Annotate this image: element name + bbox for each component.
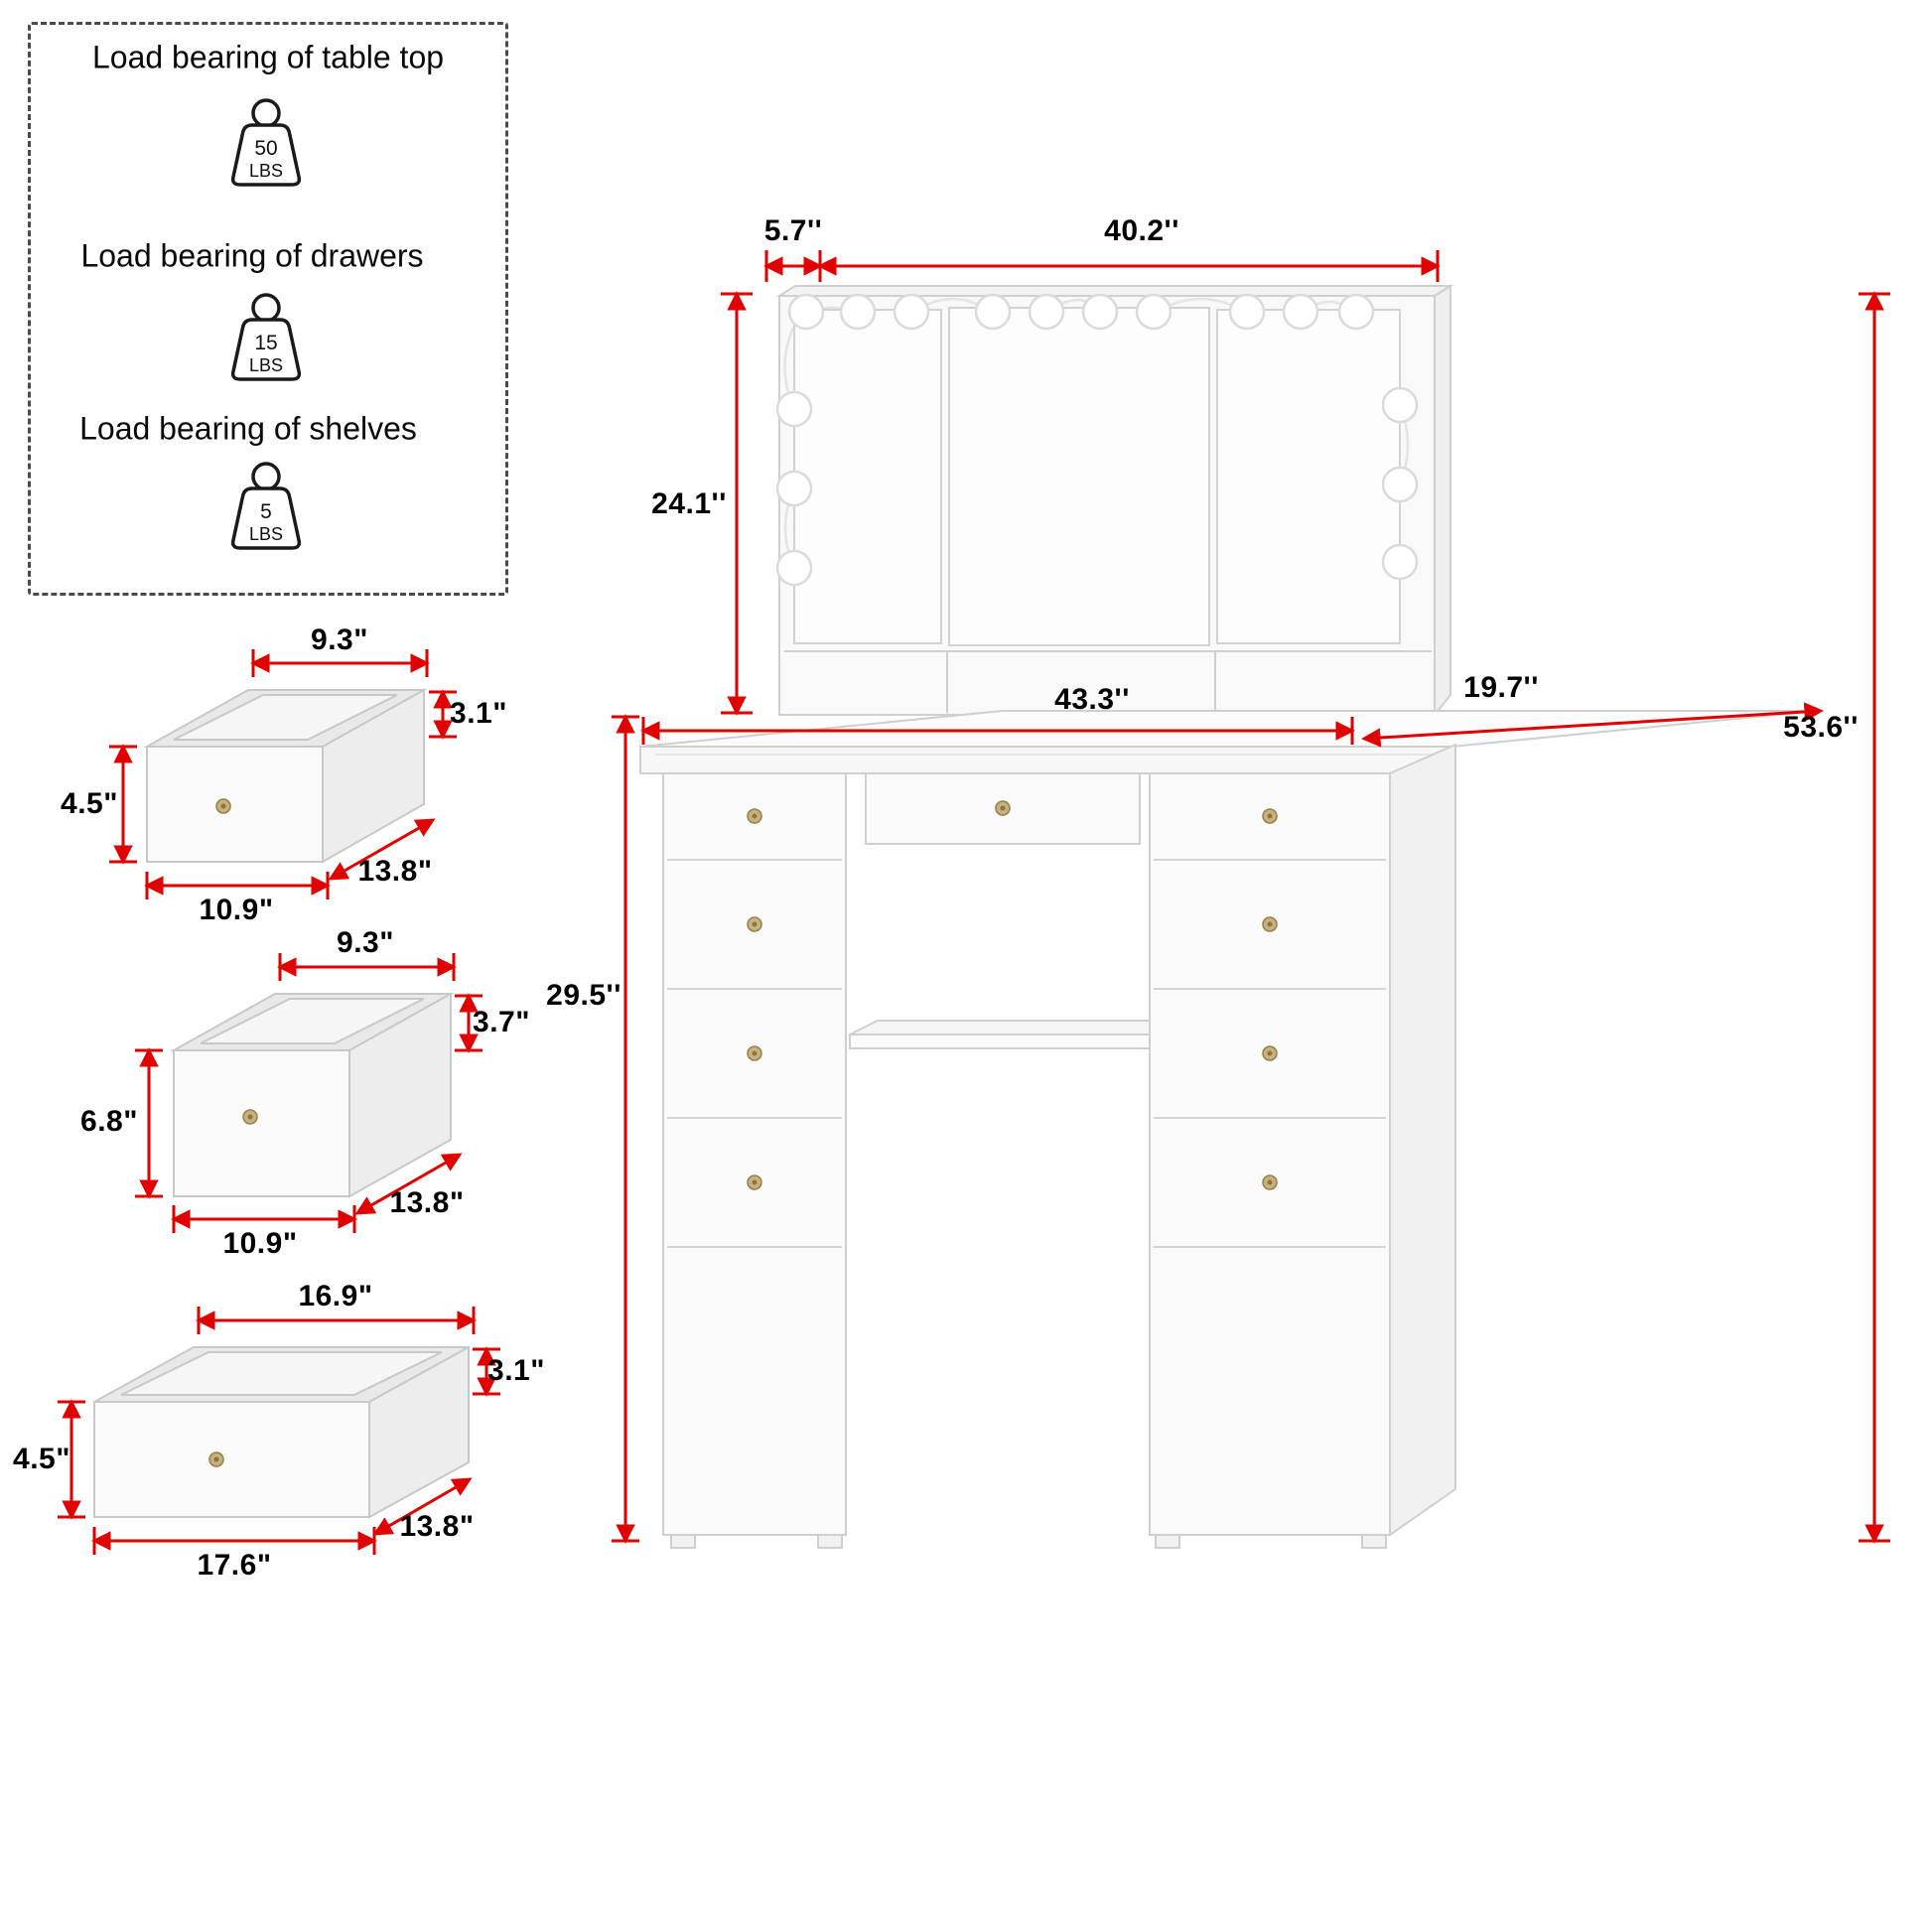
light-bulb-icon <box>775 470 813 507</box>
light-bulb-icon <box>1028 293 1065 331</box>
dim-drawer3-top-width: 16.9" <box>298 1280 373 1312</box>
dim-vanity-hutch-side: 5.7'' <box>763 214 823 247</box>
vanity-drawing <box>639 284 1818 1549</box>
load-bearing-drawers-label: Load bearing of drawers <box>80 237 424 274</box>
weight-value: 50 <box>254 137 277 160</box>
dim-drawer3-back-height: 3.1" <box>487 1354 545 1387</box>
weight-icon-drawers: 15 LBS <box>230 293 302 381</box>
load-bearing-shelves-label: Load bearing of shelves <box>79 410 417 447</box>
right-side-panel <box>1389 743 1456 1537</box>
dim-vanity-mirror-height: 24.1'' <box>651 487 727 520</box>
foot <box>1155 1534 1180 1549</box>
light-bulb-icon <box>1381 466 1419 503</box>
dim-drawer1-back-height: 3.1" <box>450 697 507 730</box>
weight-value: 5 <box>260 500 272 523</box>
foot <box>1361 1534 1387 1549</box>
dim-drawer1-top-width: 9.3" <box>311 623 368 656</box>
light-bulb-icon <box>775 390 813 428</box>
light-bulb-icon <box>1381 386 1419 424</box>
light-bulb-icon <box>1282 293 1319 331</box>
drawer-diagram-wide <box>93 1345 470 1519</box>
drawer-knob <box>208 1451 224 1467</box>
dim-drawer1-depth: 13.8" <box>357 855 433 888</box>
light-bulb-icon <box>893 293 930 331</box>
drawer-knobs <box>747 800 1278 1190</box>
dim-vanity-tabletop-width: 43.3'' <box>1054 683 1130 716</box>
mirror-panel-right <box>1216 309 1401 644</box>
dim-vanity-desk-height: 29.5'' <box>546 979 621 1012</box>
light-bulb-icon <box>839 293 877 331</box>
dim-drawer1-bottom-width: 10.9" <box>199 894 274 926</box>
weight-unit: LBS <box>249 161 283 181</box>
light-bulb-icon <box>1381 543 1419 581</box>
mirror-panel-center <box>948 307 1210 646</box>
light-bulb-icon <box>1135 293 1173 331</box>
dim-drawer3-bottom-width: 17.6" <box>197 1549 272 1582</box>
weight-value: 15 <box>254 332 277 354</box>
light-bulb-icon <box>974 293 1012 331</box>
dim-vanity-tabletop-depth: 19.7'' <box>1463 671 1539 704</box>
mirror-panel-left <box>793 309 942 644</box>
dim-vanity-mirror-width: 40.2'' <box>1104 214 1179 247</box>
dim-drawer2-back-height: 3.7" <box>473 1006 530 1038</box>
drawer-diagram-tall <box>170 992 455 1198</box>
drawer-knob <box>215 798 231 814</box>
dim-drawer3-front-height: 4.5" <box>13 1443 70 1475</box>
drawer-knob <box>242 1109 258 1125</box>
light-bulb-icon <box>1337 293 1375 331</box>
dim-drawer2-top-width: 9.3" <box>337 926 394 959</box>
light-bulb-icon <box>787 293 825 331</box>
left-pedestal <box>662 772 847 1536</box>
dim-drawer2-depth: 13.8" <box>389 1186 465 1219</box>
load-bearing-tabletop-label: Load bearing of table top <box>91 39 445 75</box>
dim-drawer3-depth: 13.8" <box>399 1510 475 1543</box>
weight-icon-shelves: 5 LBS <box>230 462 302 550</box>
vanity-dimension-lines <box>612 250 1890 1544</box>
dim-drawer2-bottom-width: 10.9" <box>222 1227 298 1260</box>
foot <box>817 1534 843 1549</box>
foot <box>670 1534 696 1549</box>
right-pedestal <box>1149 772 1391 1536</box>
dim-drawer2-front-height: 6.8" <box>80 1105 138 1138</box>
drawer2-dimension-lines <box>135 953 483 1233</box>
weight-unit: LBS <box>249 524 283 544</box>
drawer1-dimension-lines <box>109 649 457 899</box>
weight-unit: LBS <box>249 355 283 375</box>
light-bulb-icon <box>1228 293 1266 331</box>
light-bulb-icon <box>1081 293 1119 331</box>
light-bulbs <box>775 293 1419 587</box>
weight-icon-tabletop: 50 LBS <box>230 98 302 187</box>
dim-drawer1-front-height: 4.5" <box>61 787 118 820</box>
light-bulb-icon <box>775 549 813 587</box>
drawer-diagram-small <box>143 688 428 864</box>
dim-vanity-total-height: 53.6'' <box>1783 711 1859 744</box>
drawer3-dimension-lines <box>58 1307 500 1555</box>
